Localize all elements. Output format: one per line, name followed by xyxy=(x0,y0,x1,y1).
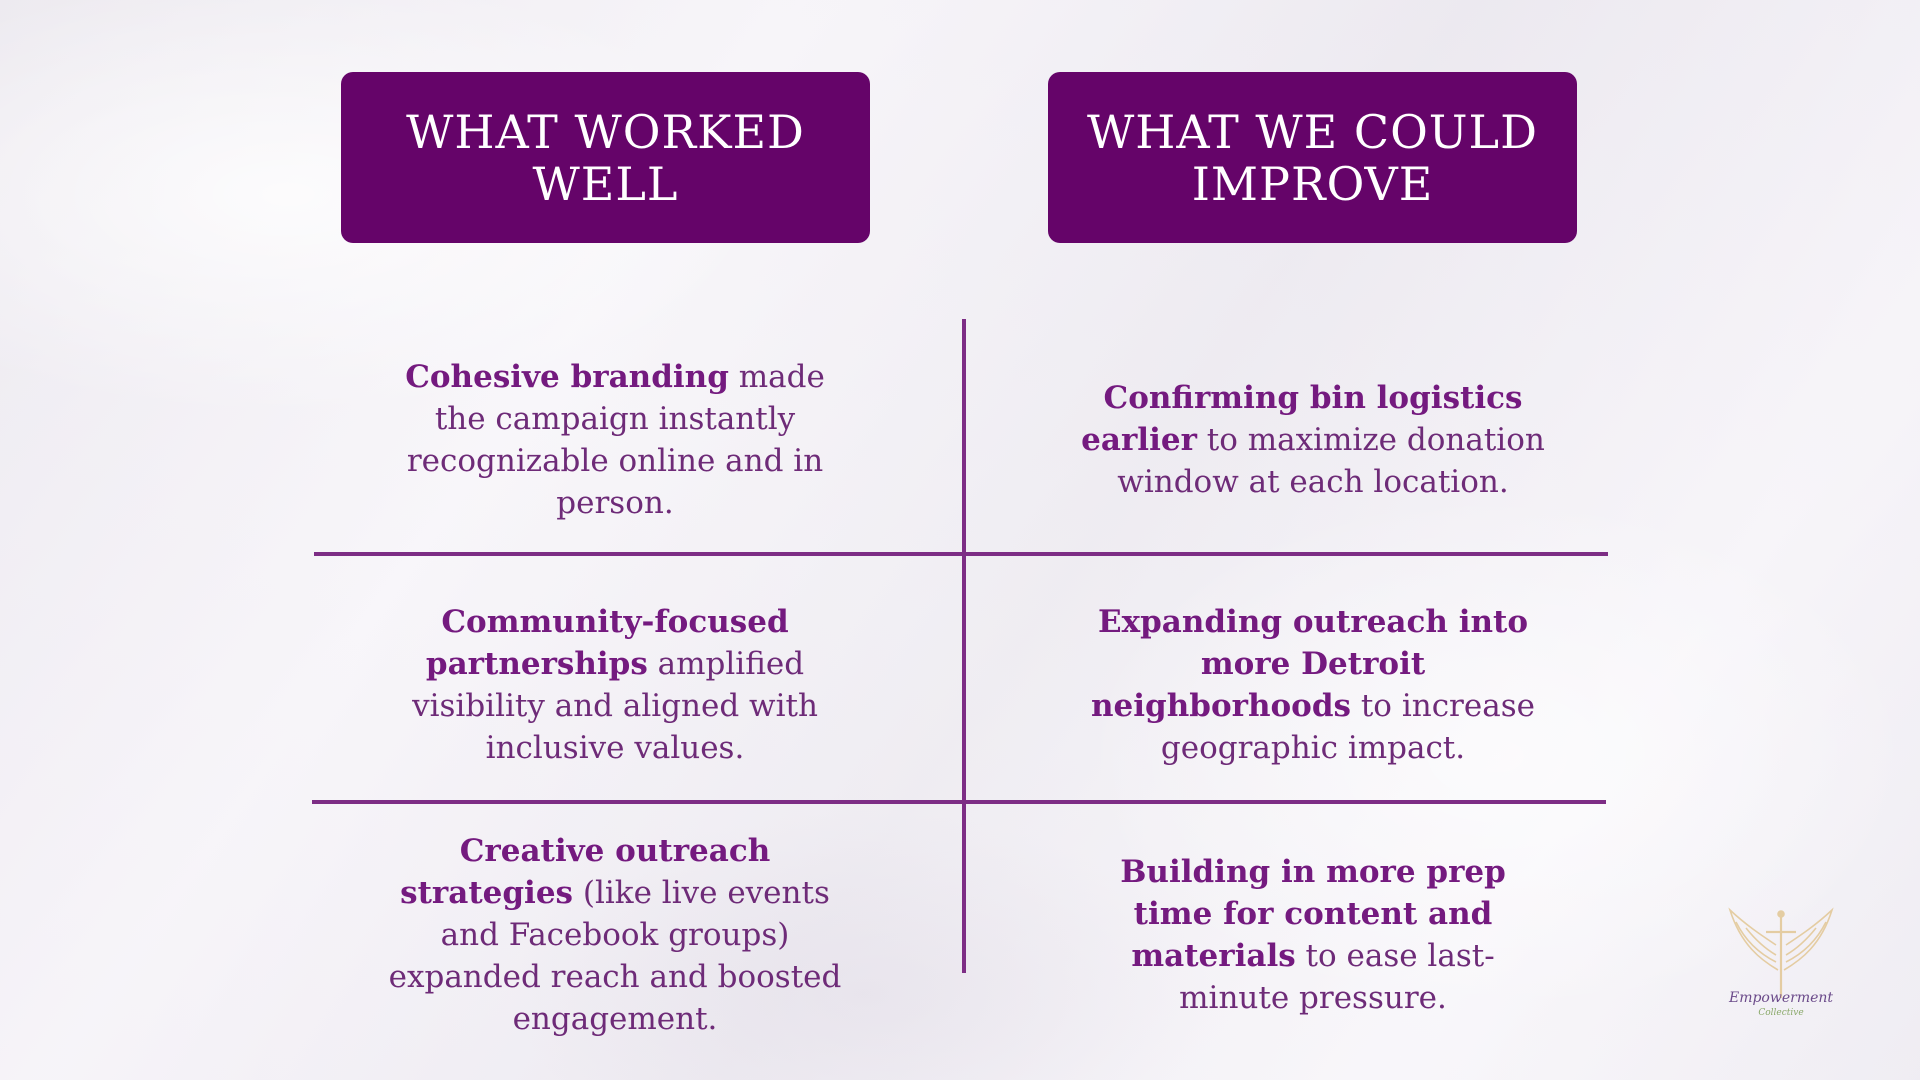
item-text: made the campaign instantly recognizable… xyxy=(406,359,825,521)
item-text: to increase geographic impact. xyxy=(1160,688,1535,766)
header-what-we-could-improve: WHAT WE COULD IMPROVE xyxy=(1048,72,1577,243)
item-text: to maximize donation window at each loca… xyxy=(1117,422,1545,500)
item-text: (like live events and Facebook groups) e… xyxy=(388,875,842,1037)
header-title-right: WHAT WE COULD IMPROVE xyxy=(1087,104,1538,211)
item-highlight: Confirming bin logistics earlier xyxy=(1081,380,1523,458)
vertical-divider xyxy=(962,319,966,973)
header-title-left: WHAT WORKED WELL xyxy=(406,104,805,211)
item-highlight: Building in more prep time for content a… xyxy=(1120,854,1506,974)
improve-item-3: Building in more prep time for content a… xyxy=(1078,830,1548,1040)
horizontal-divider-2 xyxy=(312,800,1606,804)
item-highlight: Expanding outreach into more Detroit nei… xyxy=(1091,604,1529,724)
item-text: amplified visibility and aligned with in… xyxy=(412,646,818,766)
worked-well-item-2: Community-focused partnerships amplified… xyxy=(380,580,850,790)
item-highlight: Creative outreach strategies xyxy=(400,833,771,911)
worked-well-item-1: Cohesive branding made the campaign inst… xyxy=(380,330,850,550)
item-text: to ease last-minute pressure. xyxy=(1179,938,1495,1016)
logo-name: Empowerment xyxy=(1728,990,1834,1006)
winged-cross-icon xyxy=(1728,907,1834,998)
improve-item-2: Expanding outreach into more Detroit nei… xyxy=(1078,580,1548,790)
worked-well-item-3: Creative outreach strategies (like live … xyxy=(380,830,850,1040)
item-highlight: Community-focused partnerships xyxy=(425,604,789,682)
header-what-worked-well: WHAT WORKED WELL xyxy=(341,72,870,243)
item-highlight: Cohesive branding xyxy=(405,359,729,395)
horizontal-divider-1 xyxy=(314,552,1608,556)
logo-tagline: Collective xyxy=(1758,1008,1804,1018)
improve-item-1: Confirming bin logistics earlier to maxi… xyxy=(1078,330,1548,550)
empowerment-logo: Empowerment Collective xyxy=(1716,900,1846,1030)
